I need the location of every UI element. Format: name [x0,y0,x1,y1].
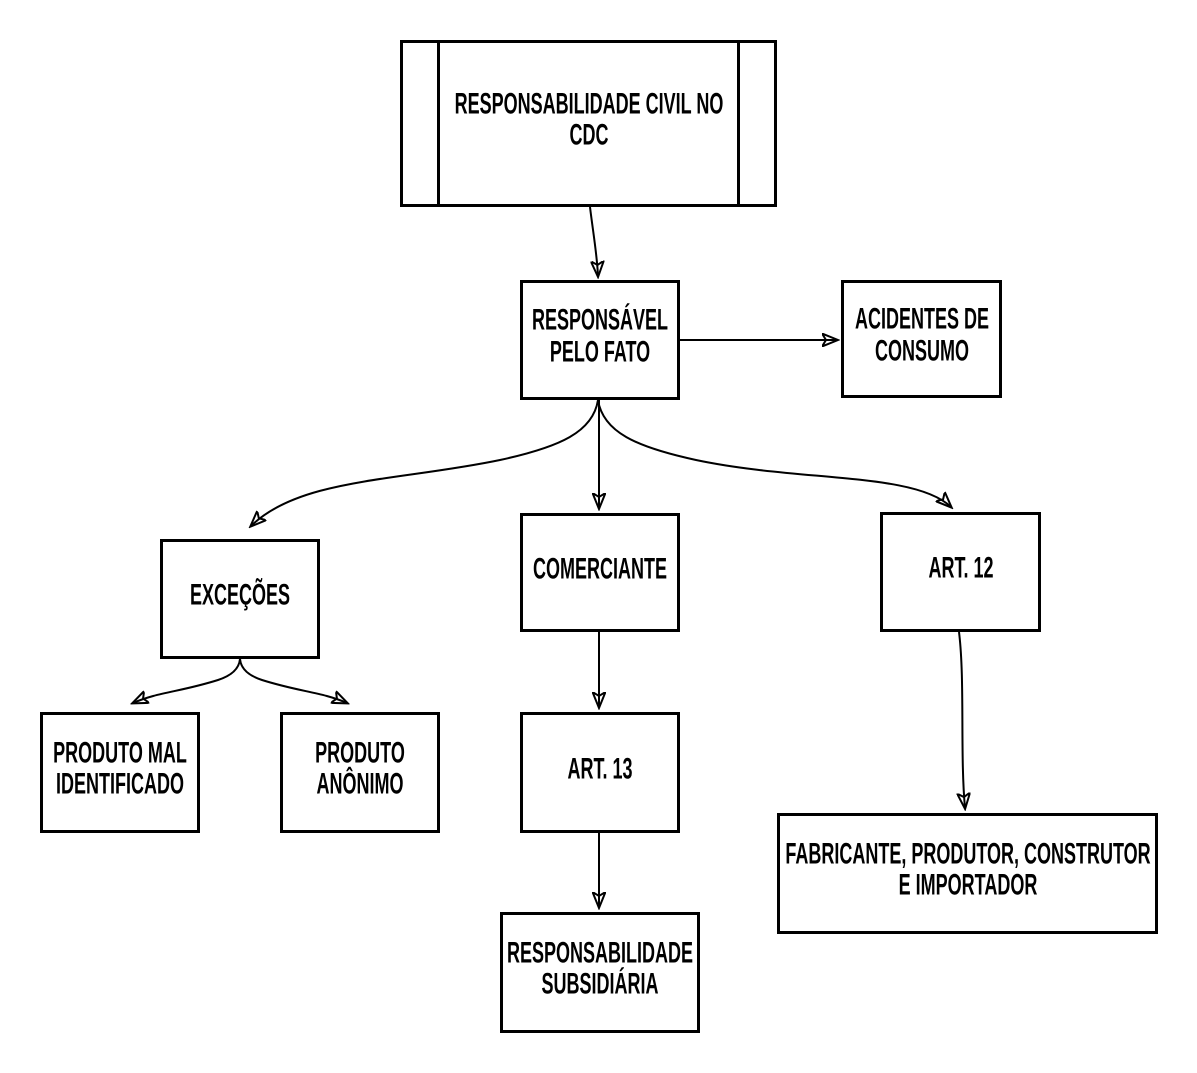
predefined-process-left-bar [437,43,440,204]
node-label: RESPONSABILIDADE CIVIL NO CDC [454,87,723,152]
edge-responsavel-fato-to-art12 [597,399,951,507]
edge-art12-to-fabricante [959,631,965,808]
node-comerciante: COMERCIANTE [520,513,680,632]
edge-root-to-responsavel-fato [589,206,598,276]
node-responsavel-pelo-fato: RESPONSÁVEL PELO FATO [520,280,680,400]
node-label: PRODUTO MAL IDENTIFICADO [53,736,187,801]
node-label: EXCEÇÕES [189,578,291,612]
node-produto-mal-identificado: PRODUTO MAL IDENTIFICADO [40,712,200,833]
edge-excecoes-to-produto-anonimo [239,658,347,703]
node-label: RESPONSABILIDADE SUBSIDIÁRIA [506,936,694,1001]
edge-responsavel-fato-to-excecoes [251,399,599,526]
node-excecoes: EXCEÇÕES [160,539,320,659]
predefined-process-right-bar [737,43,740,204]
node-art-12: ART. 12 [880,512,1041,632]
node-label: ART. 13 [567,751,633,785]
node-produto-anonimo: PRODUTO ANÔNIMO [280,712,440,833]
node-acidentes-de-consumo: ACIDENTES DE CONSUMO [841,280,1002,398]
node-label: COMERCIANTE [532,551,668,585]
node-label: ART. 12 [927,551,994,585]
node-responsabilidade-civil-cdc: RESPONSABILIDADE CIVIL NO CDC [400,40,777,207]
node-responsabilidade-subsidiaria: RESPONSABILIDADE SUBSIDIÁRIA [500,912,700,1033]
node-label: ACIDENTES DE CONSUMO [854,302,989,367]
node-label: PRODUTO ANÔNIMO [315,736,405,801]
edge-excecoes-to-produto-mal [133,658,241,703]
node-label: FABRICANTE, PRODUTOR, CONSTRUTOR E IMPOR… [784,837,1151,902]
node-art-13: ART. 13 [520,712,680,833]
node-fabricante-produtor-construtor-importador: FABRICANTE, PRODUTOR, CONSTRUTOR E IMPOR… [777,813,1158,934]
node-label: RESPONSÁVEL PELO FATO [531,303,669,368]
